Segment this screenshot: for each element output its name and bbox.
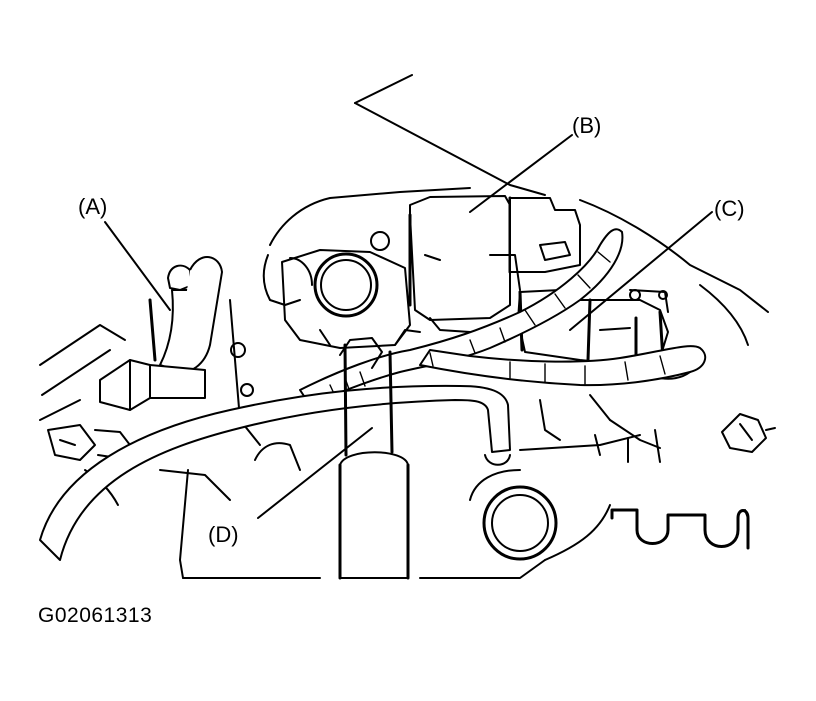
callout-d: (D) — [208, 522, 239, 547]
engine-body-outline — [179, 74, 769, 579]
callout-b: (B) — [572, 113, 601, 138]
vacuum-hose-d — [39, 384, 511, 561]
small-hose-a — [99, 256, 223, 411]
leader-line-a — [104, 221, 171, 311]
leader-line-b — [469, 134, 573, 213]
leader-line-c — [569, 211, 713, 331]
figure-id: G02061313 — [38, 604, 153, 627]
lower-right-bracket — [610, 508, 750, 550]
lower-boss — [469, 469, 558, 561]
callout-a: (A) — [78, 194, 107, 219]
callout-c: (C) — [714, 196, 745, 221]
solenoid-valve-b — [408, 195, 581, 333]
throttle-body — [269, 249, 411, 349]
right-connector — [721, 413, 776, 453]
wiring-harness — [299, 228, 707, 406]
leader-line-d — [257, 427, 373, 519]
leader-lines — [104, 134, 713, 519]
vertical-pipe — [338, 343, 410, 580]
